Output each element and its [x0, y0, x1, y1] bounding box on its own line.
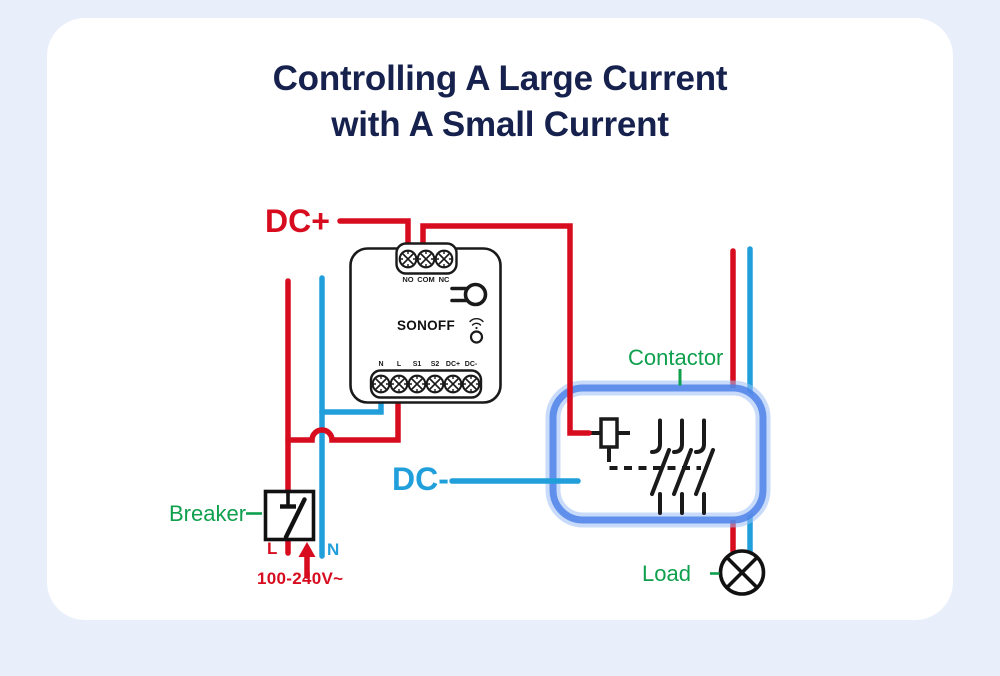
round-button-icon	[469, 330, 484, 344]
wifi-icon	[469, 318, 484, 330]
mechanical-link-dashed	[607, 454, 701, 470]
screw-terminal	[389, 374, 409, 394]
voltage-label: 100-240V~	[257, 569, 344, 588]
contactor-label: Contactor	[628, 345, 724, 370]
terminal-label-s2: S2	[431, 361, 440, 368]
terminal-label-com: COM	[417, 275, 435, 284]
terminal-label-dcplus: DC+	[446, 361, 460, 368]
terminal-label-s1: S1	[413, 361, 422, 368]
breaker-label: Breaker	[169, 501, 247, 526]
top-terminal-block: NO COM NC	[395, 242, 458, 284]
line-wire-label: L	[267, 539, 278, 558]
terminal-label-l: L	[397, 361, 402, 368]
dc-plus-wire	[337, 218, 411, 252]
terminal-label-no: NO	[402, 275, 413, 284]
breaker-symbol	[263, 489, 316, 542]
screw-terminal	[461, 374, 481, 394]
screw-terminal	[416, 249, 436, 269]
dc-minus-label: DC-	[392, 461, 449, 497]
title-line-2: with A Small Current	[331, 105, 669, 144]
load-label: Load	[642, 561, 691, 586]
sonoff-logo: SONOFF	[397, 318, 455, 333]
neutral-wire-label: N	[327, 540, 340, 559]
contactor-poles	[650, 418, 715, 515]
load-symbol	[718, 549, 766, 596]
screw-terminal	[398, 249, 418, 269]
page-title: Controlling A Large Current with A Small…	[47, 56, 953, 148]
screw-terminal	[434, 249, 454, 269]
dc-plus-label: DC+	[265, 203, 330, 239]
terminal-label-dcminus: DC-	[465, 361, 478, 368]
voltage-arrow	[298, 542, 316, 579]
terminal-label-nc: NC	[439, 275, 450, 284]
device-line-wire	[285, 393, 401, 443]
contactor-coil	[584, 417, 630, 454]
keyhole-icon	[450, 282, 488, 307]
terminal-label-n: N	[378, 361, 383, 368]
screw-terminal	[371, 374, 391, 394]
screw-terminal	[407, 374, 427, 394]
screw-terminal	[425, 374, 445, 394]
sonoff-device: NO COM NC SONOFF N L S1 S2 DC+	[349, 242, 502, 404]
bottom-terminal-block: N L S1 S2 DC+ DC-	[369, 361, 483, 399]
com-to-coil-wire	[420, 223, 592, 436]
screw-terminal	[443, 374, 463, 394]
contactor-symbol	[584, 417, 715, 515]
label-pointers	[246, 369, 720, 575]
red-wires	[285, 218, 592, 556]
title-line-1: Controlling A Large Current	[272, 59, 728, 98]
